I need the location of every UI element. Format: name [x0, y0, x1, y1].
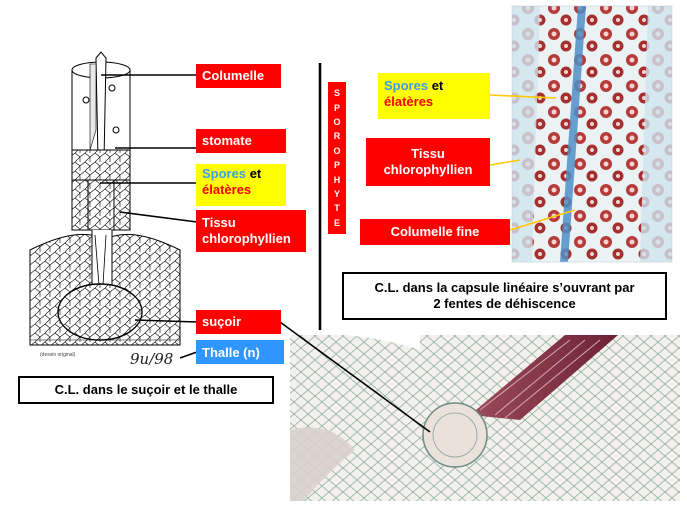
tissu-line1: Tissu: [202, 215, 236, 230]
spores-word-right: Spores: [384, 78, 429, 93]
label-sucoir: suçoir: [196, 310, 281, 334]
label-sucoir-text: suçoir: [202, 314, 242, 329]
capsule-drawing: [71, 51, 131, 231]
handwritten-note: 9u/98: [130, 350, 174, 368]
caption-capsule: C.L. dans la capsule linéaire s’ouvrant …: [342, 272, 667, 320]
pointer-lines-yellow: [489, 94, 576, 231]
elateres-word: élatères: [202, 182, 252, 197]
caption-capsule-line2: 2 fentes de déhiscence: [433, 296, 576, 311]
sporophyte-letter: H: [333, 174, 341, 185]
sporophyte-letter: P: [333, 102, 340, 113]
caption-sucoir-thalle: C.L. dans le suçoir et le thalle: [18, 376, 274, 404]
sporophyte-letter: O: [333, 116, 341, 127]
et-word: et: [246, 166, 262, 181]
drawing-credit: (dessin original): [40, 352, 76, 358]
elateres-word-right: élatères: [384, 94, 434, 109]
foot-drawing: [29, 230, 181, 346]
tissu-right-line1: Tissu: [411, 146, 445, 161]
label-columelle-fine-text: Columelle fine: [390, 224, 480, 239]
label-tissu-chlorophyllien-right: Tissu chlorophyllien: [366, 138, 490, 186]
sporophyte-letter: R: [333, 131, 341, 142]
label-stomate: stomate: [196, 129, 286, 153]
pointer-sucoir-micro: [279, 321, 431, 433]
pointer-thalle: [179, 351, 198, 359]
label-spores-elateres: Spores et élatères: [196, 164, 286, 206]
sporophyte-banner: S P O R O P H Y T E: [328, 82, 346, 234]
tissu-right-line2: chlorophyllien: [383, 162, 473, 177]
sporophyte-letter: S: [333, 88, 340, 99]
pointer-lines: [100, 63, 431, 433]
sporophyte-letter: Y: [333, 188, 340, 199]
label-stomate-text: stomate: [202, 133, 252, 148]
label-thalle-text: Thalle (n): [202, 344, 260, 360]
et-word-right: et: [428, 78, 444, 93]
sporophyte-letter: O: [333, 145, 341, 156]
label-tissu-chlorophyllien: Tissu chlorophyllien: [196, 210, 306, 252]
pointer-tissu: [119, 211, 198, 223]
capsule-micrograph: [511, 5, 673, 263]
label-spores-elateres-right: Spores et élatères: [378, 73, 490, 119]
foot-micrograph: [290, 334, 687, 509]
caption-capsule-line1: C.L. dans la capsule linéaire s’ouvrant …: [374, 280, 635, 295]
sporophyte-letter: E: [333, 217, 340, 228]
pointer-sucoir: [134, 319, 198, 323]
label-thalle: Thalle (n): [196, 340, 284, 364]
label-columelle-text: Columelle: [202, 68, 265, 83]
caption-sucoir-thalle-text: C.L. dans le suçoir et le thalle: [54, 382, 238, 397]
tissu-line2: chlorophyllien: [202, 231, 291, 246]
spores-word: Spores: [202, 166, 247, 181]
label-columelle: Columelle: [196, 64, 281, 88]
sporophyte-letter: P: [333, 160, 340, 171]
label-columelle-fine: Columelle fine: [360, 219, 510, 245]
sporophyte-letter: T: [334, 203, 340, 214]
